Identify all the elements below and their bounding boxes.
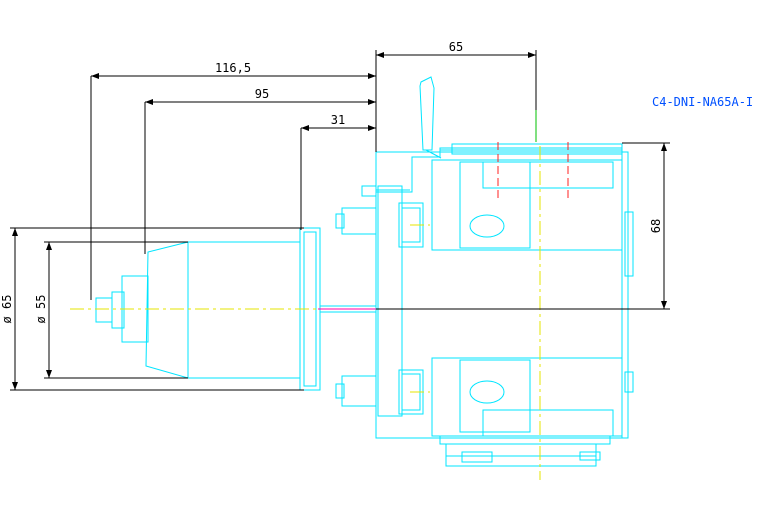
dim-31-label: 31 bbox=[331, 113, 345, 127]
dim-dia-55-label: ø 55 bbox=[34, 295, 48, 324]
dim-65-top-label: 65 bbox=[449, 40, 463, 54]
dimension-lines bbox=[10, 50, 670, 391]
dim-68-label: 68 bbox=[649, 219, 663, 233]
tool-body-outline bbox=[95, 76, 634, 467]
section-marks bbox=[497, 142, 569, 198]
dimension-arrows bbox=[12, 52, 667, 390]
center-lines bbox=[70, 108, 541, 480]
dim-dia-65-label: ø 65 bbox=[0, 295, 14, 324]
dim-95-label: 95 bbox=[255, 87, 269, 101]
dim-116-5-label: 116,5 bbox=[215, 61, 251, 75]
part-number-label: C4-DNI-NA65A-I bbox=[652, 95, 753, 109]
